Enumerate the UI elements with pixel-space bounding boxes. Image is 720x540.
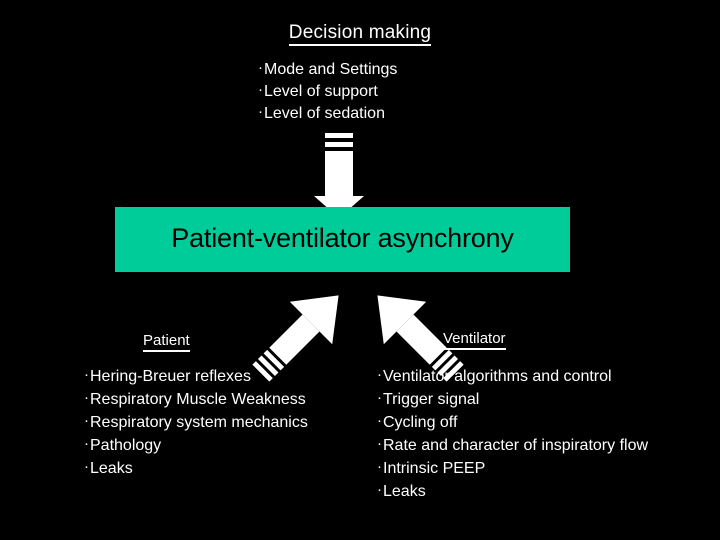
bullet-icon: ·: [84, 366, 89, 383]
list-item: ·Respiratory system mechanics: [84, 411, 374, 434]
list-item-label: Rate and character of inspiratory flow: [383, 437, 649, 454]
bullet-icon: ·: [84, 435, 89, 452]
list-item: ·Leaks: [377, 480, 712, 503]
decision-making-title: Decision making: [0, 21, 720, 46]
list-item: ·Level of support: [258, 81, 558, 103]
patient-column-heading: Patient: [143, 331, 190, 352]
bullet-icon: ·: [258, 103, 263, 120]
bullet-icon: ·: [377, 412, 382, 429]
list-item-label: Cycling off: [383, 414, 458, 431]
asynchrony-band-label: Patient-ventilator asynchrony: [171, 223, 514, 253]
list-item-label: Level of sedation: [264, 105, 385, 122]
list-item: ·Hering-Breuer reflexes: [84, 365, 374, 388]
bullet-icon: ·: [377, 366, 382, 383]
list-item-label: Mode and Settings: [264, 61, 398, 78]
bullet-icon: ·: [377, 458, 382, 475]
list-item-label: Level of support: [264, 83, 378, 100]
list-item-label: Ventilator algorithms and control: [383, 368, 612, 385]
list-item: ·Respiratory Muscle Weakness: [84, 388, 374, 411]
list-item-label: Pathology: [90, 437, 162, 454]
list-item: ·Level of sedation: [258, 103, 558, 125]
list-item: ·Mode and Settings: [258, 59, 558, 81]
decision-making-title-text: Decision making: [288, 22, 432, 46]
bullet-icon: ·: [377, 389, 382, 406]
patient-factor-list: ·Hering-Breuer reflexes ·Respiratory Mus…: [84, 365, 374, 480]
down-arrow-shaft: [325, 151, 353, 196]
patient-column-heading-text: Patient: [143, 332, 190, 352]
bullet-icon: ·: [84, 458, 89, 475]
decision-making-list: ·Mode and Settings ·Level of support ·Le…: [258, 59, 558, 125]
list-item: ·Cycling off: [377, 411, 712, 434]
bullet-icon: ·: [377, 481, 382, 498]
ventilator-column-heading: Ventilator: [443, 329, 506, 350]
bullet-icon: ·: [84, 389, 89, 406]
list-item-label: Hering-Breuer reflexes: [90, 368, 251, 385]
list-item-label: Respiratory system mechanics: [90, 414, 308, 431]
bullet-icon: ·: [258, 59, 263, 76]
down-arrow-stripe: [325, 133, 353, 138]
ventilator-column-heading-text: Ventilator: [443, 330, 506, 350]
list-item: ·Intrinsic PEEP: [377, 457, 712, 480]
list-item: ·Rate and character of inspiratory flow: [377, 434, 712, 457]
list-item-label: Leaks: [383, 483, 426, 500]
list-item-label: Intrinsic PEEP: [383, 460, 486, 477]
bullet-icon: ·: [377, 435, 382, 452]
list-item: ·Trigger signal: [377, 388, 712, 411]
list-item-label: Leaks: [90, 460, 133, 477]
ventilator-factor-list: ·Ventilator algorithms and control ·Trig…: [377, 365, 712, 503]
bullet-icon: ·: [258, 81, 263, 98]
asynchrony-band: Patient-ventilator asynchrony: [115, 207, 570, 272]
ventilator-arrow-icon: [353, 271, 477, 395]
bullet-icon: ·: [84, 412, 89, 429]
list-item-label: Respiratory Muscle Weakness: [90, 391, 306, 408]
down-arrow-stripe: [325, 142, 353, 147]
list-item: ·Leaks: [84, 457, 374, 480]
list-item-label: Trigger signal: [383, 391, 480, 408]
list-item: ·Ventilator algorithms and control: [377, 365, 712, 388]
patient-arrow-icon: [238, 271, 362, 395]
list-item: ·Pathology: [84, 434, 374, 457]
